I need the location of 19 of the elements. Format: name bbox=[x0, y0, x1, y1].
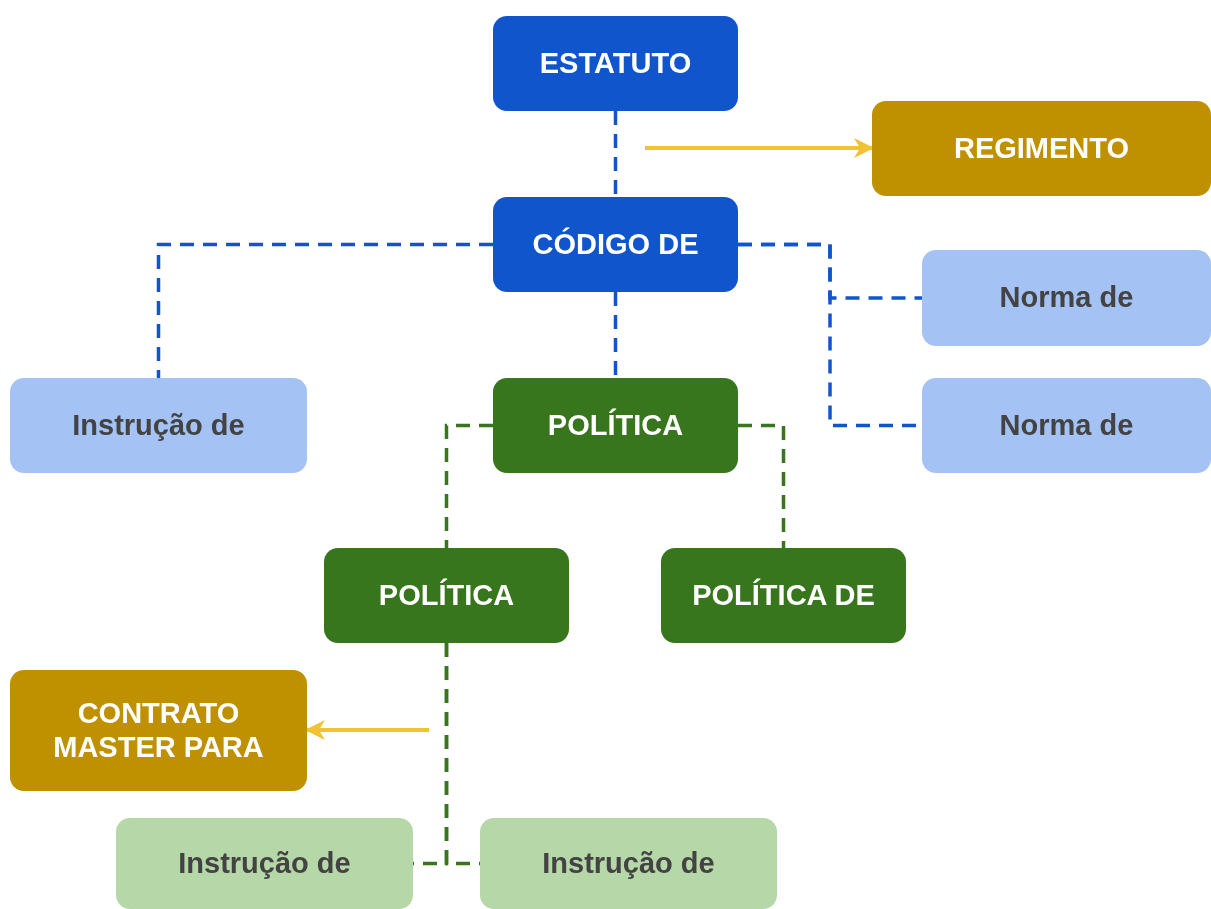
process-box: REGIMENTO bbox=[872, 101, 1211, 196]
process-box: Instrução de bbox=[480, 818, 777, 909]
process-box: ESTATUTO bbox=[493, 16, 738, 111]
dashed-connector bbox=[613, 111, 618, 197]
dashed-connector bbox=[738, 423, 786, 548]
dashed-connector bbox=[613, 292, 618, 378]
process-box: Norma de bbox=[922, 250, 1211, 346]
process-box: POLÍTICA DE bbox=[661, 548, 906, 643]
arrow bbox=[645, 138, 874, 158]
dashed-connector bbox=[156, 242, 493, 378]
process-box: CONTRATO MASTER PARA bbox=[10, 670, 307, 791]
process-box: Norma de bbox=[922, 378, 1211, 473]
process-box: Instrução de bbox=[116, 818, 413, 909]
process-box: Instrução de bbox=[10, 378, 307, 473]
arrow bbox=[305, 720, 429, 740]
process-box: POLÍTICA bbox=[493, 378, 738, 473]
process-box: POLÍTICA bbox=[324, 548, 569, 643]
dashed-connector bbox=[444, 423, 493, 548]
process-box: CÓDIGO DE bbox=[493, 197, 738, 292]
